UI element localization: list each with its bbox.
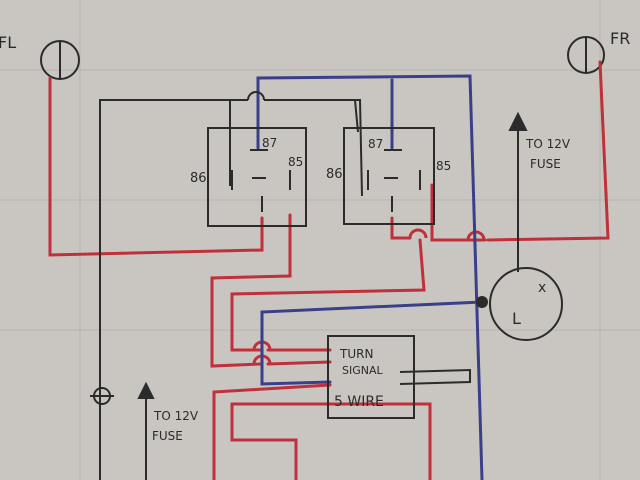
black-wires: [99, 91, 471, 480]
red-wire-lower-3: [230, 402, 298, 480]
red-wire-left-85: [210, 213, 292, 368]
relay-right-pin86: 86: [326, 167, 343, 182]
blue-wires: [256, 74, 484, 480]
red-wire-lower-1: [212, 383, 332, 480]
relay-right-pin87: 87: [368, 137, 383, 151]
relay-right-pin85: 85: [436, 159, 451, 173]
red-wire-right-feed: [230, 238, 426, 352]
label-to-12v-right: TO 12V: [525, 137, 571, 151]
switch-label-l: L: [512, 309, 521, 328]
arrow-to-fuse-right: [508, 111, 528, 272]
red-wire-lower-2: [230, 402, 432, 480]
lamp-front-left: [40, 40, 80, 80]
relay-right: [343, 127, 435, 225]
label-to-12v-left: TO 12V: [153, 409, 199, 423]
black-wire-ground: [99, 99, 248, 480]
label-front-left: FL: [0, 33, 16, 52]
switch-label-x: x: [538, 280, 546, 296]
red-wire-fr-lamp: [486, 60, 610, 242]
red-wire-fl-lamp: [48, 76, 264, 257]
label-fuse-left: FUSE: [152, 429, 183, 443]
lamp-front-right: [567, 36, 605, 74]
relay-left-pin86: 86: [190, 171, 207, 186]
turn-signal-label-1: TURN: [339, 347, 373, 361]
turn-signal-label-3: 5 WIRE: [334, 394, 384, 410]
red-wire-relay-right-low: [390, 216, 412, 240]
relay-left-pin85: 85: [288, 155, 303, 169]
black-wire-ts-out-1: [399, 368, 471, 385]
turn-signal-label-2: SIGNAL: [342, 364, 384, 377]
ground-junction: [90, 387, 114, 405]
switch: [489, 267, 563, 341]
blue-wire-top-bus: [256, 74, 484, 480]
blue-junction: [476, 296, 488, 308]
arrow-to-fuse-left: [137, 381, 155, 480]
relay-left-pin87: 87: [262, 136, 277, 150]
red-wire-ts-in2: [266, 360, 332, 366]
label-front-right: FR: [610, 29, 630, 48]
relay-left: [207, 127, 307, 227]
turn-signal-module: [327, 335, 415, 419]
label-fuse-right: FUSE: [530, 157, 561, 171]
